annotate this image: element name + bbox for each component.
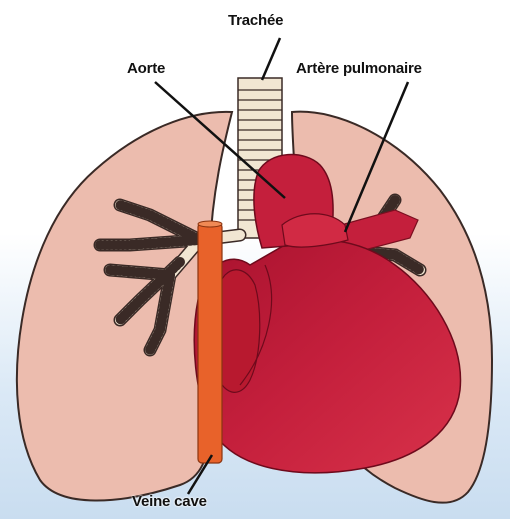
aorta-label: Aorte xyxy=(127,60,165,77)
vena-cava xyxy=(198,221,222,463)
pulmonary-artery-label: Artère pulmonaire xyxy=(296,60,422,77)
vena-cava-label: Veine cave xyxy=(132,493,207,510)
trachea-leader xyxy=(262,38,280,80)
trachea-label: Trachée xyxy=(228,12,283,29)
